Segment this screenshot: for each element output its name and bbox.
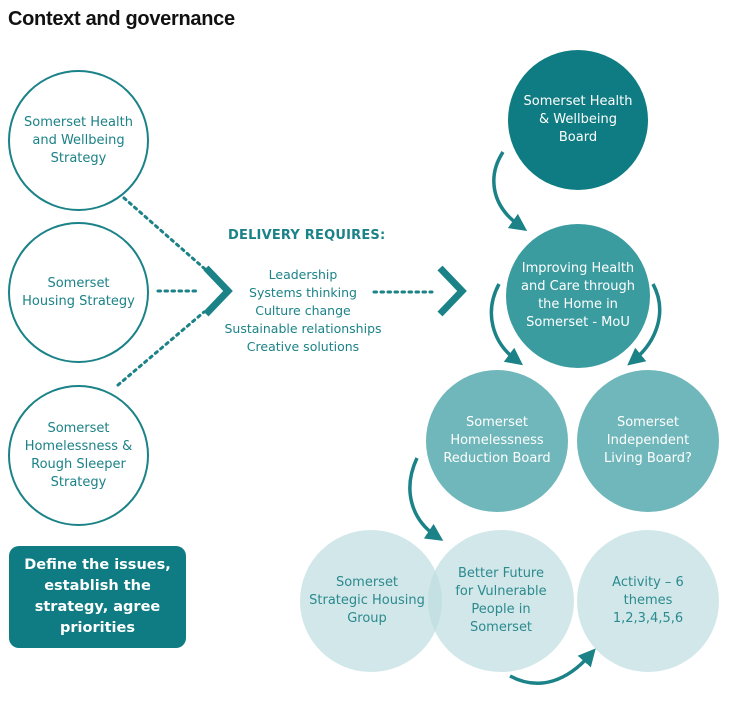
improving-health-mou-circle: Improving Health and Care through the Ho… (506, 224, 650, 368)
health-wellbeing-strategy-circle: Somerset Health and Wellbeing Strategy (8, 70, 149, 211)
activity-themes-circle: Activity – 6 themes 1,2,3,4,5,6 (577, 530, 719, 672)
housing-strategy-circle: Somerset Housing Strategy (8, 222, 149, 363)
curved-arrow-improving-to-homelessness (489, 283, 523, 366)
homelessness-reduction-board-circle: Somerset Homelessness Reduction Board (426, 370, 568, 512)
better-future-circle: Better Future for Vulnerable People in S… (428, 530, 574, 672)
delivery-heading: DELIVERY REQUIRES: (228, 228, 386, 243)
chevron-right-icon (203, 265, 233, 317)
dotted-connector-homelessness-strategy (116, 310, 206, 387)
delivery-item: Creative solutions (246, 339, 360, 354)
dotted-connector-health-strategy (122, 196, 208, 272)
delivery-item: Leadership (268, 267, 338, 282)
delivery-item: Systems thinking (249, 285, 357, 300)
homelessness-strategy-circle: Somerset Homelessness & Rough Sleeper St… (8, 385, 149, 526)
page-title: Context and governance (8, 8, 235, 30)
curved-arrow-board-to-improving (492, 151, 528, 232)
curved-arrow-homelessness-to-better-future (408, 457, 444, 541)
delivery-list: Leadership Systems thinking Culture chan… (218, 266, 388, 356)
curved-arrow-better-future-to-activity (509, 648, 596, 685)
curved-arrow-improving-to-independent (627, 283, 662, 366)
define-issues-box: Define the issues, establish the strateg… (9, 546, 186, 648)
independent-living-board-circle: Somerset Independent Living Board? (577, 370, 719, 512)
delivery-item: Culture change (255, 303, 351, 318)
chevron-right-icon-2 (437, 265, 467, 317)
delivery-item: Sustainable relationships (224, 321, 382, 336)
strategic-housing-group-circle: Somerset Strategic Housing Group (300, 530, 442, 672)
health-wellbeing-board-circle: Somerset Health & Wellbeing Board (508, 50, 648, 190)
